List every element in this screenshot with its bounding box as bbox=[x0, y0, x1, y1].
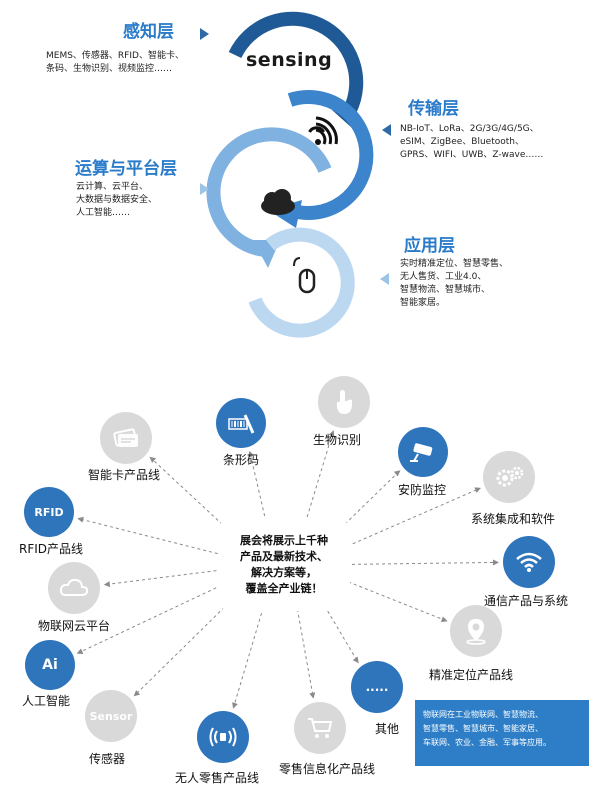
node-sensor-circle: Sensor bbox=[85, 690, 137, 742]
layer-desc-application: 实时精准定位、智慧零售、 无人售货、工业4.0、 智慧物流、智慧城市、 智能家居… bbox=[400, 259, 509, 308]
center-statement: 展会将展示上千种 产品及最新技术、 解决方案等， 覆盖全产业链！ bbox=[240, 534, 328, 595]
connector-arrowhead bbox=[76, 648, 84, 655]
node-barcode-label: 条形码 bbox=[223, 453, 260, 467]
node-cloud-label: 物联网云平台 bbox=[38, 619, 111, 633]
node-unmanned-circle bbox=[197, 711, 249, 763]
connector-arrowhead bbox=[103, 581, 111, 588]
connector-spoke bbox=[105, 569, 223, 586]
ai-icon: Ai bbox=[42, 657, 58, 673]
node-other-circle: ..... bbox=[351, 661, 403, 713]
connector-arrowhead bbox=[393, 470, 401, 477]
layer-title-transport: 传输层 bbox=[408, 99, 459, 119]
node-comm-circle bbox=[503, 536, 555, 588]
node-ai-circle: Ai bbox=[25, 640, 75, 690]
cloud-icon bbox=[59, 578, 89, 596]
sensing-arc bbox=[228, 11, 364, 114]
node-smartcard-label: 智能卡产品线 bbox=[88, 468, 161, 482]
node-barcode-circle bbox=[216, 398, 266, 448]
layer-desc-perception: MEMS、传感器、RFID、智能卡、 条码、生物识别、视频监控…… bbox=[46, 51, 184, 74]
node-security-circle bbox=[398, 427, 448, 477]
node-location-label: 精准定位产品线 bbox=[429, 668, 514, 682]
layer-arrows-graphic bbox=[206, 11, 374, 338]
connector-arrowhead bbox=[474, 487, 482, 493]
node-rfid-label: RFID产品线 bbox=[19, 542, 84, 556]
connector-arrowhead bbox=[328, 430, 335, 437]
connector-spoke bbox=[342, 579, 446, 622]
mouse-pointer-icon bbox=[293, 257, 316, 294]
connector-spoke bbox=[341, 488, 480, 550]
connector-spoke bbox=[296, 608, 314, 697]
node-retail-info-label: 零售信息化产品线 bbox=[279, 762, 376, 776]
transport-arc bbox=[287, 90, 374, 220]
layer-title-perception: 感知层 bbox=[123, 22, 174, 42]
node-location-circle bbox=[450, 605, 502, 657]
connector-arrowhead bbox=[232, 702, 238, 709]
node-biometric-label: 生物识别 bbox=[313, 433, 362, 447]
connector-arrowhead bbox=[149, 456, 156, 463]
rfid-icon: RFID bbox=[34, 505, 64, 519]
barcode-scanner-icon bbox=[228, 414, 255, 434]
node-other-label: 其他 bbox=[375, 722, 400, 736]
layer-desc-platform: 云计算、云平台、 大数据与数据安全、 人工智能…… bbox=[76, 182, 158, 218]
connector-arrowhead bbox=[492, 559, 500, 566]
security-camera-icon bbox=[410, 443, 433, 462]
node-smartcard-circle bbox=[100, 412, 152, 464]
node-rfid-circle: RFID bbox=[24, 487, 74, 537]
connector-spoke bbox=[345, 561, 498, 565]
connector-arrowhead bbox=[133, 690, 141, 697]
application-pointer-icon bbox=[380, 273, 389, 285]
layer-title-platform: 运算与平台层 bbox=[75, 159, 177, 179]
node-sensor-label: 传感器 bbox=[89, 752, 126, 766]
smart-card-icon bbox=[113, 428, 138, 447]
node-ai-label: 人工智能 bbox=[22, 694, 71, 708]
wifi-signal-icon bbox=[308, 116, 338, 145]
connector-arrowhead bbox=[440, 616, 448, 623]
layer-title-application: 应用层 bbox=[404, 236, 455, 256]
platform-pointer-icon bbox=[200, 183, 209, 195]
connector-arrowhead bbox=[352, 656, 359, 664]
more-dots-icon: ..... bbox=[365, 680, 389, 694]
node-biometric-circle bbox=[318, 376, 370, 428]
connector-arrowhead bbox=[309, 692, 316, 699]
sensing-word: sensing bbox=[246, 49, 333, 71]
application-arc bbox=[248, 227, 355, 338]
node-retail-info-circle bbox=[294, 702, 346, 754]
connector-spoke bbox=[134, 594, 238, 696]
gears-icon bbox=[496, 466, 524, 487]
node-unmanned-label: 无人零售产品线 bbox=[175, 771, 260, 785]
platform-arc bbox=[206, 127, 332, 257]
fingerprint-touch-icon bbox=[336, 390, 352, 414]
map-pin-icon bbox=[466, 619, 486, 645]
connector-arrowhead bbox=[77, 516, 84, 523]
transport-pointer-icon bbox=[382, 124, 391, 136]
nfc-signal-icon bbox=[209, 727, 237, 747]
node-security-label: 安防监控 bbox=[398, 483, 447, 497]
wifi-icon bbox=[516, 552, 542, 572]
node-system-circle bbox=[483, 451, 535, 503]
perception-pointer-icon bbox=[200, 28, 209, 40]
application-note-box: 物联网在工业物联网、智慧物流、 智慧零售、智慧城市、智能家居、 车联网、农业、金… bbox=[415, 700, 589, 766]
shopping-cart-icon bbox=[308, 718, 333, 738]
center-statement-box: 展会将展示上千种 产品及最新技术、 解决方案等， 覆盖全产业链！ bbox=[218, 519, 350, 611]
node-cloud-circle bbox=[48, 562, 100, 614]
connector-spoke bbox=[233, 607, 264, 707]
connector-spoke bbox=[304, 431, 334, 523]
sensor-icon: Sensor bbox=[89, 709, 133, 723]
connector-spoke bbox=[79, 518, 224, 556]
node-system-label: 系统集成和软件 bbox=[471, 512, 556, 526]
connector-arrowhead bbox=[248, 450, 255, 458]
node-comm-label: 通信产品与系统 bbox=[484, 594, 569, 608]
layer-desc-transport: NB-IoT、LoRa、2G/3G/4G/5G、 eSIM、ZigBee、Blu… bbox=[400, 124, 544, 160]
cloud-icon bbox=[261, 189, 295, 215]
